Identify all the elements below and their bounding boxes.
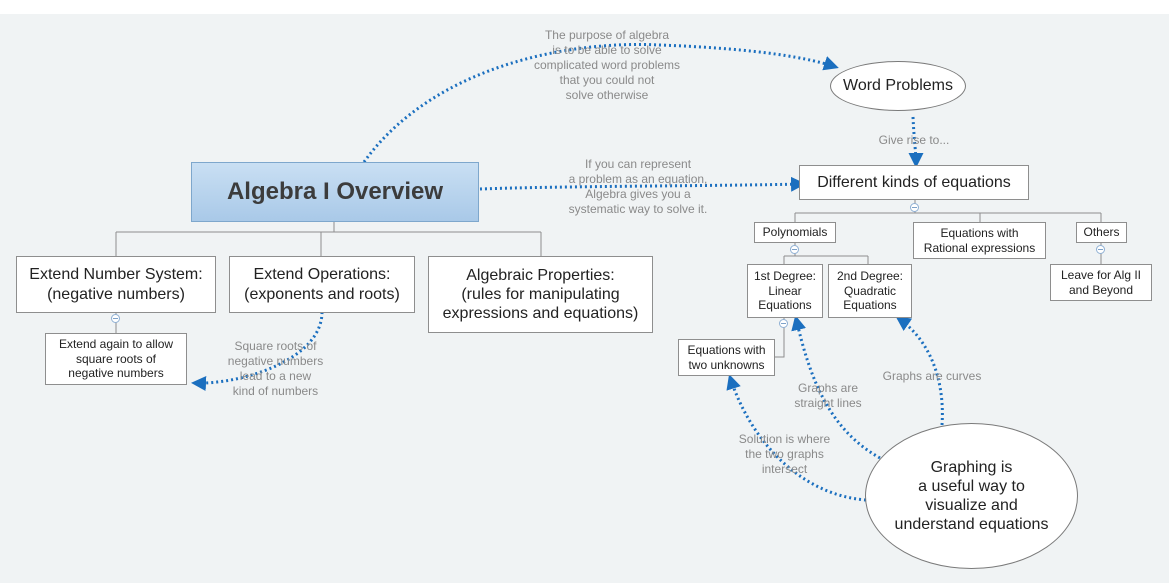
topic-different-kinds-of-equations[interactable]: Different kinds of equations (799, 165, 1029, 200)
subtopic-leave-for-alg-ii[interactable]: Leave for Alg II and Beyond (1050, 264, 1152, 301)
collapse-toggle-extend-number[interactable] (111, 314, 120, 323)
label-solution: Solution is where the two graphs interse… (738, 432, 831, 476)
collapse-toggle-different-equations[interactable] (910, 203, 919, 212)
topic-algebraic-properties[interactable]: Algebraic Properties: (rules for manipul… (428, 256, 653, 333)
collapse-toggle-polynomials[interactable] (790, 245, 799, 254)
central-topic-algebra-overview[interactable]: Algebra I Overview (191, 162, 479, 222)
subtopic-second-degree[interactable]: 2nd Degree: Quadratic Equations (828, 264, 912, 318)
topic-extend-operations[interactable]: Extend Operations: (exponents and roots) (229, 256, 415, 313)
link-give-rise (908, 116, 924, 168)
collapse-toggle-first-degree[interactable] (779, 319, 788, 328)
topic-word-problems[interactable]: Word Problems (830, 61, 966, 111)
collapse-toggle-others[interactable] (1096, 245, 1105, 254)
branch-different-equations (794, 200, 1102, 222)
topic-graphing[interactable]: Graphing is a useful way to visualize an… (865, 423, 1078, 569)
topic-extend-number-system[interactable]: Extend Number System: (negative numbers) (16, 256, 216, 313)
link-represent (479, 176, 806, 192)
subtopic-extend-again[interactable]: Extend again to allow square roots of ne… (45, 333, 187, 385)
link-solution (726, 374, 867, 502)
branch-linear (773, 318, 785, 358)
link-purpose (362, 43, 839, 163)
subtopic-first-degree[interactable]: 1st Degree: Linear Equations (747, 264, 823, 318)
label-give-rise: Give rise to... (878, 133, 950, 147)
subtopic-rational-expressions[interactable]: Equations with Rational expressions (913, 222, 1046, 259)
subtopic-others[interactable]: Others (1076, 222, 1127, 243)
branch-central-children (115, 222, 542, 256)
subtopic-polynomials[interactable]: Polynomials (754, 222, 836, 243)
label-curves: Graphs are curves (882, 369, 982, 383)
link-straight-lines (791, 315, 881, 460)
label-straight-lines: Graphs are straight lines (794, 381, 862, 410)
label-represent: If you can represent a problem as an equ… (568, 157, 708, 216)
label-square-roots: Square roots of negative numbers lead to… (227, 339, 324, 398)
link-square-roots (191, 311, 324, 392)
label-purpose: The purpose of algebra is to be able to … (533, 28, 681, 102)
subtopic-two-unknowns[interactable]: Equations with two unknowns (678, 339, 775, 376)
